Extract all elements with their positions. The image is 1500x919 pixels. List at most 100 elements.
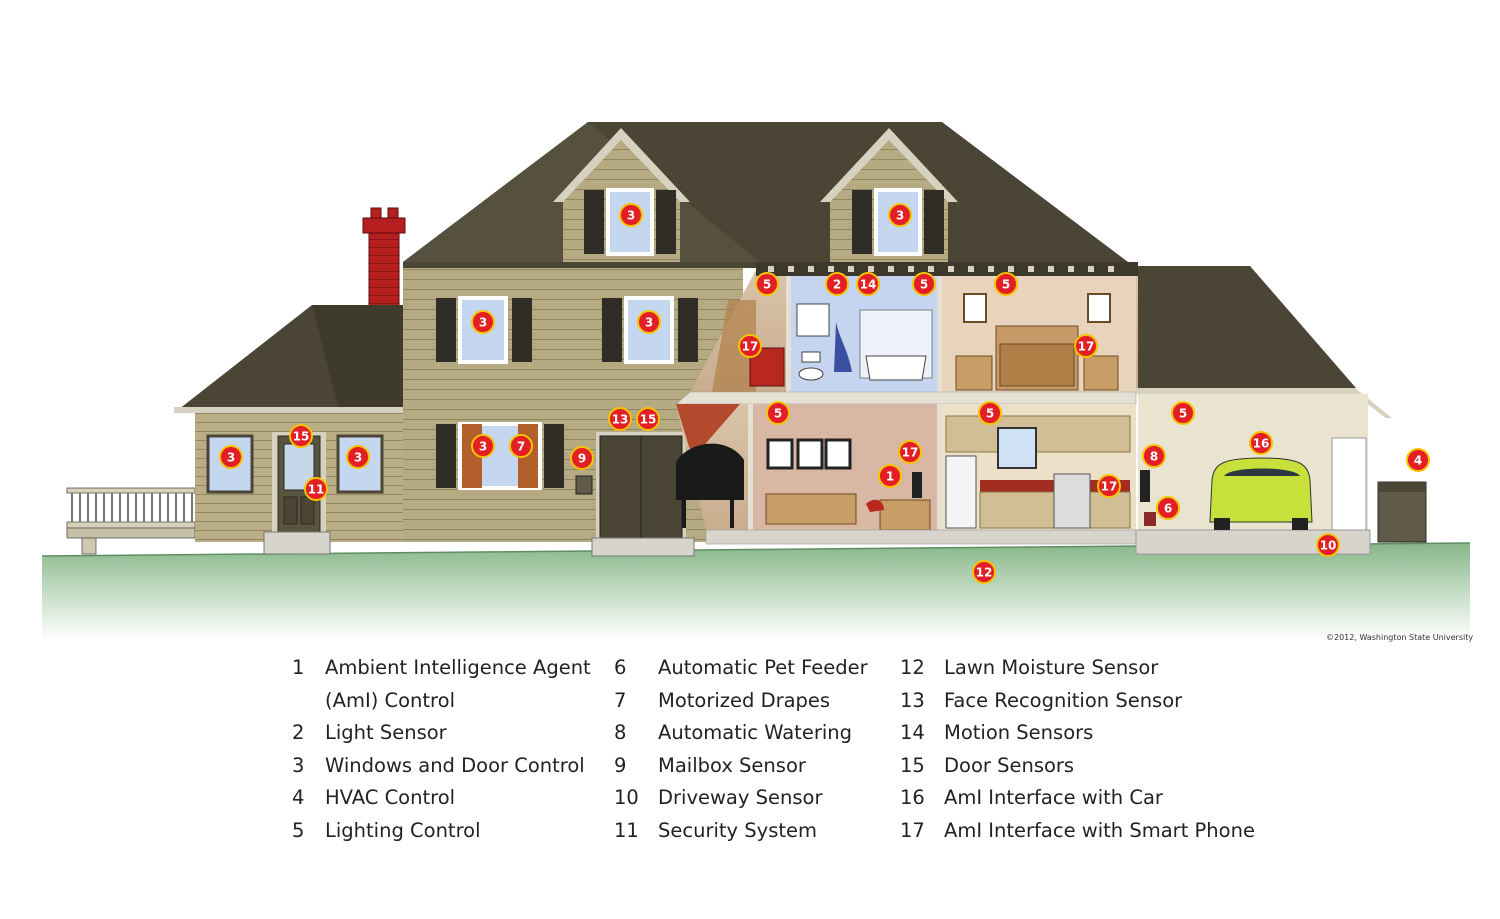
svg-text:3: 3 <box>479 440 487 454</box>
marker-7: 7 <box>509 434 533 458</box>
legend-number: 10 <box>614 786 639 810</box>
house-interior <box>675 262 1139 545</box>
marker-9: 9 <box>570 446 594 470</box>
svg-text:17: 17 <box>1101 480 1118 494</box>
legend-label: Lighting Control <box>325 818 481 842</box>
legend-item: 9 Mailbox Sensor <box>614 750 894 783</box>
legend-number: 11 <box>614 818 639 842</box>
svg-text:15: 15 <box>293 430 310 444</box>
marker-5: 5 <box>1171 401 1195 425</box>
marker-5: 5 <box>978 401 1002 425</box>
marker-13: 13 <box>608 407 632 431</box>
legend-item: 3 Windows and Door Control <box>292 750 602 783</box>
marker-3: 3 <box>219 445 243 469</box>
legend-label: Face Recognition Sensor <box>944 688 1183 712</box>
legend-number: 9 <box>614 753 627 777</box>
legend-item: 6 Automatic Pet Feeder <box>614 652 894 685</box>
legend-label: Lawn Moisture Sensor <box>944 656 1159 679</box>
marker-12: 12 <box>972 560 996 584</box>
legend-number: 8 <box>614 721 627 745</box>
legend-number: 12 <box>900 656 925 679</box>
legend-number: 5 <box>292 818 305 842</box>
svg-text:5: 5 <box>763 278 771 292</box>
marker-1: 1 <box>878 464 902 488</box>
marker-10: 10 <box>1316 533 1340 557</box>
legend-label: Windows and Door Control <box>325 753 585 777</box>
svg-text:2: 2 <box>833 278 841 292</box>
legend-label: Motion Sensors <box>944 721 1094 745</box>
legend-label: AmI Interface with Smart Phone <box>944 818 1255 842</box>
svg-text:17: 17 <box>742 340 759 354</box>
svg-text:12: 12 <box>976 566 993 580</box>
legend-item: 4 HVAC Control <box>292 782 602 815</box>
legend-label: Light Sensor <box>325 721 447 745</box>
marker-14: 14 <box>856 272 880 296</box>
marker-5: 5 <box>912 272 936 296</box>
marker-5: 5 <box>755 272 779 296</box>
legend-number: 4 <box>292 786 305 810</box>
svg-text:11: 11 <box>308 483 325 497</box>
legend-item: 15 Door Sensors <box>900 750 1260 783</box>
marker-17: 17 <box>898 440 922 464</box>
svg-text:3: 3 <box>896 209 904 223</box>
legend-label: HVAC Control <box>325 786 456 810</box>
svg-text:3: 3 <box>227 451 235 465</box>
copyright-notice: ©2012, Washington State University <box>1326 633 1474 642</box>
marker-3: 3 <box>637 310 661 334</box>
legend-number: 1 <box>292 656 305 679</box>
svg-text:17: 17 <box>902 446 919 460</box>
lawn <box>41 542 1471 640</box>
svg-text:5: 5 <box>986 407 994 421</box>
legend-number: 7 <box>614 688 627 712</box>
marker-6: 6 <box>1156 496 1180 520</box>
legend-label: Door Sensors <box>944 753 1075 777</box>
left-wing <box>174 305 406 555</box>
legend-label: Driveway Sensor <box>658 786 823 810</box>
marker-15: 15 <box>636 407 660 431</box>
legend-label: Ambient Intelligence Agent <box>325 656 591 679</box>
legend-number: 6 <box>614 656 627 679</box>
legend-number: 2 <box>292 721 305 745</box>
marker-5: 5 <box>994 272 1018 296</box>
svg-text:17: 17 <box>1078 340 1095 354</box>
svg-text:8: 8 <box>1150 450 1158 464</box>
legend-label: (AmI) Control <box>325 688 455 712</box>
legend-number: 3 <box>292 753 305 777</box>
legend-label: Automatic Pet Feeder <box>658 656 868 679</box>
legend-item: 10 Driveway Sensor <box>614 782 894 815</box>
svg-text:5: 5 <box>1002 278 1010 292</box>
marker-4: 4 <box>1406 448 1430 472</box>
legend-number: 15 <box>900 753 925 777</box>
svg-text:14: 14 <box>860 278 877 292</box>
svg-text:1: 1 <box>886 470 894 484</box>
marker-5: 5 <box>766 401 790 425</box>
svg-text:10: 10 <box>1320 539 1337 553</box>
marker-3: 3 <box>346 445 370 469</box>
legend-label: Mailbox Sensor <box>658 753 806 777</box>
legend-number: 13 <box>900 688 925 712</box>
svg-text:13: 13 <box>612 413 629 427</box>
svg-text:4: 4 <box>1414 454 1422 468</box>
legend-label: Security System <box>658 818 817 842</box>
marker-15: 15 <box>289 424 313 448</box>
feature-markers: 3 3 3 3 3 3 3 7 15 11 13 15 9 5 2 14 5 5 17 17 5 5 5 17 1 17 8 16 6 4… <box>219 203 1430 584</box>
marker-3: 3 <box>619 203 643 227</box>
svg-text:3: 3 <box>645 316 653 330</box>
svg-text:3: 3 <box>479 316 487 330</box>
legend-item: (AmI) Control <box>292 685 602 718</box>
hvac-unit <box>1377 481 1427 543</box>
svg-text:9: 9 <box>578 452 586 466</box>
legend-column-3: 12 Lawn Moisture Sensor 13 Face Recognition… <box>900 652 1260 848</box>
svg-text:15: 15 <box>640 413 657 427</box>
svg-text:5: 5 <box>920 278 928 292</box>
marker-11: 11 <box>304 477 328 501</box>
svg-text:6: 6 <box>1164 502 1172 516</box>
svg-text:3: 3 <box>354 451 362 465</box>
marker-16: 16 <box>1249 431 1273 455</box>
